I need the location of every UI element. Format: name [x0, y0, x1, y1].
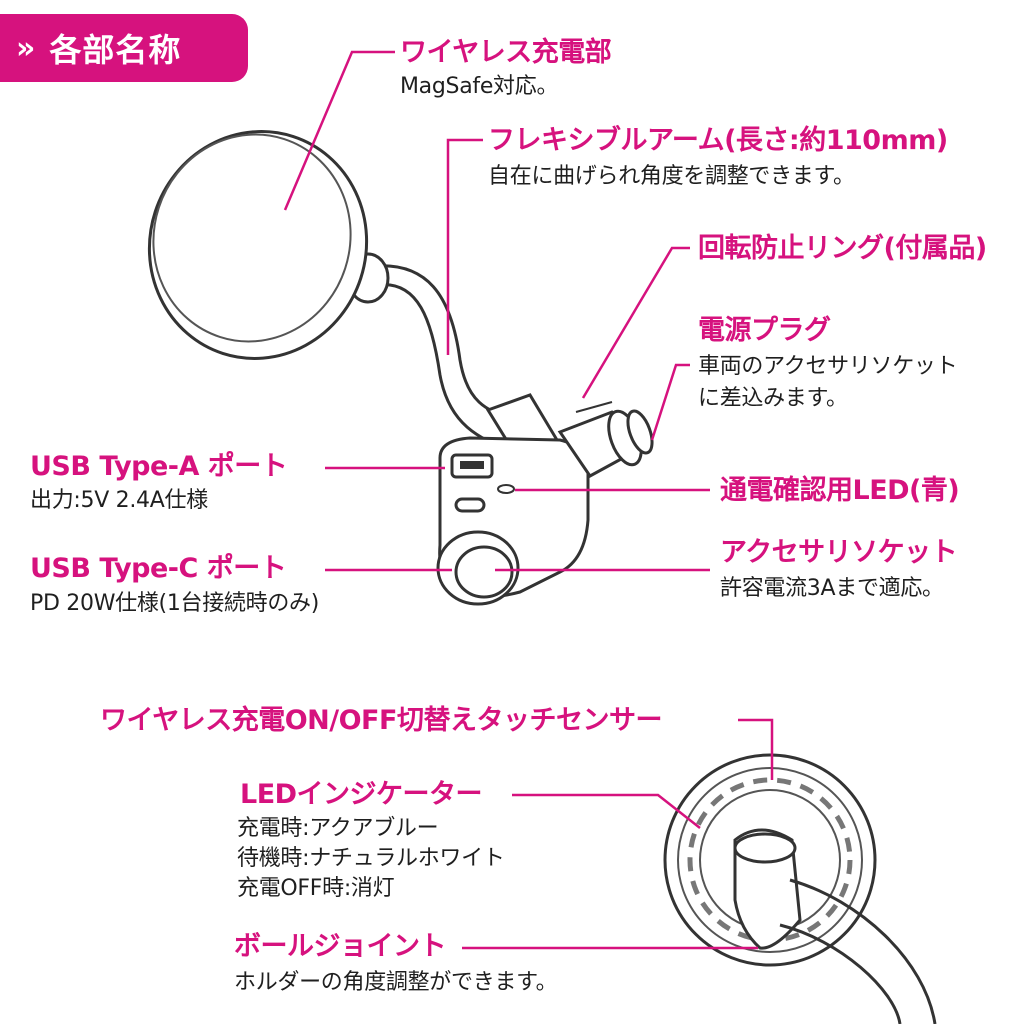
usb-a-desc: 出力:5V 2.4A仕様: [30, 488, 208, 513]
accessory-socket-title: アクセサリソケット: [720, 537, 958, 568]
led-indicator-desc-2: 待機時:ナチュラルホワイト: [237, 846, 505, 871]
accessory-socket-shape: [436, 530, 520, 606]
led-indicator-desc-1: 充電時:アクアブルー: [237, 816, 439, 841]
wireless-charger-title: ワイヤレス充電部: [400, 37, 612, 68]
ball-joint-desc: ホルダーの角度調整ができます。: [234, 970, 558, 995]
touch-sensor-title: ワイヤレス充電ON/OFF切替えタッチセンサー: [100, 705, 662, 736]
ball-joint-title: ボールジョイント: [234, 931, 447, 962]
flexible-arm-title: フレキシブルアーム(長さ:約110mm): [488, 125, 948, 156]
power-led-shape: [497, 484, 515, 494]
led-indicator-desc-3: 充電OFF時:消灯: [237, 876, 395, 901]
usb-c-title: USB Type-C ポート: [30, 553, 287, 584]
accessory-socket-desc: 許容電流3Aまで適応。: [720, 576, 944, 601]
usb-a-title: USB Type-A ポート: [30, 451, 288, 482]
section-title: 各部名称: [49, 31, 182, 69]
power-plug-title: 電源プラグ: [698, 315, 831, 346]
power-plug-desc-1: 車両のアクセサリソケット: [698, 354, 958, 379]
anti-rotation-ring-title: 回転防止リング(付属品): [698, 233, 987, 264]
usb-c-desc: PD 20W仕様(1台接続時のみ): [30, 591, 320, 616]
detail-arm: [779, 878, 937, 1024]
power-led-title: 通電確認用LED(青): [720, 475, 960, 506]
wireless-charger-desc: MagSafe対応。: [400, 74, 559, 99]
leader-lines: [283, 50, 774, 950]
usb-c-port-shape: [454, 497, 486, 513]
detail-ball-joint: [733, 828, 802, 950]
flexible-arm-desc: 自在に曲げられ角度を調整できます。: [488, 164, 855, 189]
power-plug-desc-2: に差込みます。: [698, 386, 848, 411]
led-indicator-title: LEDインジケーター: [240, 779, 483, 810]
power-plug-tip: [557, 401, 654, 478]
wireless-charger-disc: [147, 130, 369, 360]
chevron-right-icon: »: [16, 30, 36, 66]
section-header: » 各部名称: [0, 14, 248, 82]
